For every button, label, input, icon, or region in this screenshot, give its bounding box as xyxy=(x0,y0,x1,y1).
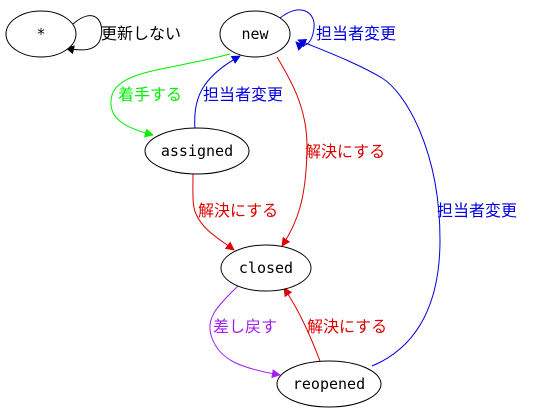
edge-label-assigned-to-closed: 解決にする xyxy=(198,201,278,220)
edge-label-new-to-assigned: 着手する xyxy=(118,85,182,104)
node-new-label: new xyxy=(241,25,269,43)
edge-assigned-to-closed xyxy=(192,173,235,251)
node-closed: closed xyxy=(220,244,312,292)
edge-label-assigned-to-new: 担当者変更 xyxy=(203,85,283,104)
node-any-label: * xyxy=(36,25,45,43)
edge-label-new-to-closed: 解決にする xyxy=(305,142,385,161)
node-reopened: reopened xyxy=(276,360,382,408)
node-assigned-label: assigned xyxy=(161,142,233,160)
edge-new-to-closed xyxy=(276,56,308,247)
node-closed-label: closed xyxy=(239,259,293,277)
edge-label-reopened-to-closed: 解決にする xyxy=(307,317,387,336)
edge-reopened-to-closed xyxy=(283,287,321,362)
edge-reopened-to-new xyxy=(297,38,441,367)
node-assigned: assigned xyxy=(144,127,250,175)
node-reopened-label: reopened xyxy=(293,375,365,393)
node-any: * xyxy=(5,10,77,58)
edge-assigned-to-new xyxy=(194,55,241,131)
edge-label-reopened-to-new: 担当者変更 xyxy=(437,201,517,220)
edge-new-to-assigned xyxy=(110,53,231,138)
edge-any-self-loop xyxy=(65,15,103,55)
edge-label-any-self: 更新しない xyxy=(101,24,181,43)
edge-label-new-self: 担当者変更 xyxy=(316,24,396,43)
edge-label-closed-to-reopened: 差し戻す xyxy=(213,317,277,336)
edge-closed-to-reopened xyxy=(209,285,281,379)
node-new: new xyxy=(219,10,291,58)
